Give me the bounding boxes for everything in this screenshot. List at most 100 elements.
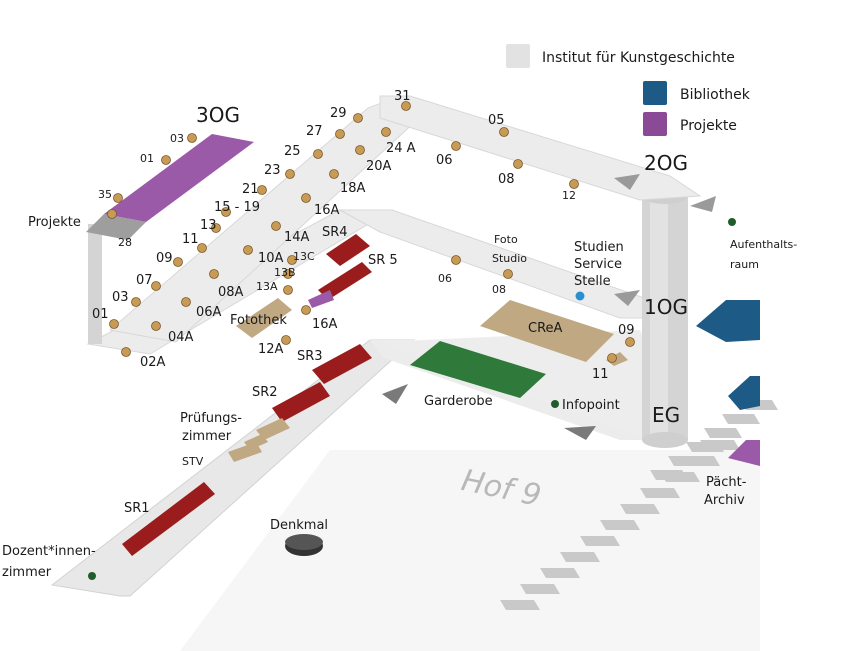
room-marker-dot: [243, 245, 253, 255]
floor-label-eg: EG: [652, 403, 680, 427]
room-number: 11: [182, 232, 199, 247]
room-number: 10A: [258, 251, 284, 266]
garderobe-room: [410, 341, 546, 398]
floor-label-3og: 3OG: [196, 103, 240, 127]
room-number-labels: 01 03 35 28 13 11 09 07 03 01 15 - 19 21…: [92, 89, 635, 382]
label-paecht-2: Archiv: [704, 493, 745, 508]
room-number: 08: [492, 283, 506, 296]
room-marker-dot: [513, 159, 523, 169]
room-dots: [107, 101, 635, 363]
room-marker-dot: [221, 207, 231, 217]
room-marker-dot: [329, 169, 339, 179]
room-marker-dot: [607, 353, 617, 363]
room-marker-dot: [335, 129, 345, 139]
paecht-archiv-room: [728, 440, 760, 466]
label-infopoint: Infopoint: [562, 398, 620, 413]
room-number: 09: [156, 251, 173, 266]
label-service-1: Studien: [574, 240, 624, 255]
library-block-1og: [696, 300, 760, 342]
room-marker-dot: [109, 319, 119, 329]
room-number: 12: [562, 189, 576, 202]
room-number: 11: [592, 367, 609, 382]
room-number: 29: [330, 106, 347, 121]
room-marker-dot: [107, 209, 117, 219]
room-number: 20A: [366, 159, 392, 174]
room-marker-dot: [131, 297, 141, 307]
label-pruefungszimmer-2: zimmer: [182, 429, 232, 444]
ground-floor-eg: [50, 330, 680, 597]
label-paecht-1: Pächt-: [706, 475, 747, 490]
room-number: 04A: [168, 330, 194, 345]
room-number: 18A: [340, 181, 366, 196]
stair-arrow-icon-4: [614, 174, 640, 190]
courtyard-step: [520, 584, 560, 594]
label-sr3: SR3: [297, 349, 323, 364]
room-number: 28: [118, 236, 132, 249]
courtyard-step: [620, 504, 660, 514]
room-marker-dot: [151, 281, 161, 291]
seminar-room-sr4: [326, 234, 370, 266]
room-marker-dot: [499, 127, 509, 137]
stair-arrow-icon-2: [564, 426, 596, 440]
room-labels: Projekte SR1 SR2 SR3 SR4 SR 5 Prüfungs- …: [2, 215, 797, 580]
room-number: 09: [618, 323, 635, 338]
label-service-2: Service: [574, 257, 622, 272]
seminar-room-sr5: [318, 262, 372, 300]
room-number: 21: [242, 182, 259, 197]
room-number: 12A: [258, 342, 284, 357]
room-number: 03: [170, 132, 184, 145]
pruefungszimmer-room: [256, 418, 290, 440]
room-number: 07: [136, 273, 153, 288]
label-crea: CReA: [528, 321, 563, 336]
aufenthaltsraum-dot: [728, 218, 736, 226]
room-marker-dot: [401, 101, 411, 111]
room-number: 16A: [312, 317, 338, 332]
projekte-3og-room: [104, 134, 254, 222]
courtyard-steps: [500, 400, 778, 610]
courtyard-step: [668, 456, 706, 466]
stair-arrow-icon: [382, 384, 408, 404]
room-number: 03: [112, 290, 129, 305]
label-stv: STV: [182, 455, 204, 468]
room-number: 06A: [196, 305, 222, 320]
courtyard-hof-9: Hof 9: [180, 450, 760, 651]
room-number: 01: [140, 152, 154, 165]
legend-label-projekte: Projekte: [680, 118, 737, 134]
courtyard-step: [540, 568, 580, 578]
label-pruefungszimmer-1: Prüfungs-: [180, 411, 242, 426]
room-number: 15 - 19: [214, 200, 260, 215]
courtyard-step: [560, 552, 600, 562]
courtyard-step: [650, 470, 688, 480]
label-foto-2: Studio: [492, 252, 527, 265]
stair-arrow-icon-5: [690, 196, 716, 212]
seminar-room-sr3: [312, 344, 372, 384]
legend-label-institut: Institut für Kunstgeschichte: [542, 50, 735, 66]
room-marker-dot: [113, 193, 123, 203]
room-number: 13C: [293, 250, 315, 263]
legend: Institut für Kunstgeschichte Bibliothek …: [506, 44, 751, 136]
crea-room: [480, 300, 614, 362]
label-garderobe: Garderobe: [424, 394, 493, 409]
room-marker-dot: [161, 155, 171, 165]
room-marker-dot: [451, 141, 461, 151]
room-marker-dot: [355, 145, 365, 155]
label-projekte: Projekte: [28, 215, 81, 230]
room-number: 24 A: [386, 141, 416, 156]
legend-swatch-bibliothek: [643, 81, 667, 105]
dozent-room-dot: [88, 572, 96, 580]
label-aufenthalt-2: raum: [730, 258, 759, 271]
legend-swatch-projekte: [643, 112, 667, 136]
room-marker-dot: [287, 255, 297, 265]
room-marker-dot: [451, 255, 461, 265]
label-dozent-2: zimmer: [2, 565, 52, 580]
label-sr1: SR1: [124, 501, 150, 516]
room-marker-dot: [301, 193, 311, 203]
room-number: 31: [394, 89, 411, 104]
room-number: 14A: [284, 230, 310, 245]
courtyard-step: [580, 536, 620, 546]
room-marker-dot: [625, 337, 635, 347]
room-marker-dot: [283, 269, 293, 279]
floor-label-1og: 1OG: [644, 295, 688, 319]
room-marker-dot: [121, 347, 131, 357]
